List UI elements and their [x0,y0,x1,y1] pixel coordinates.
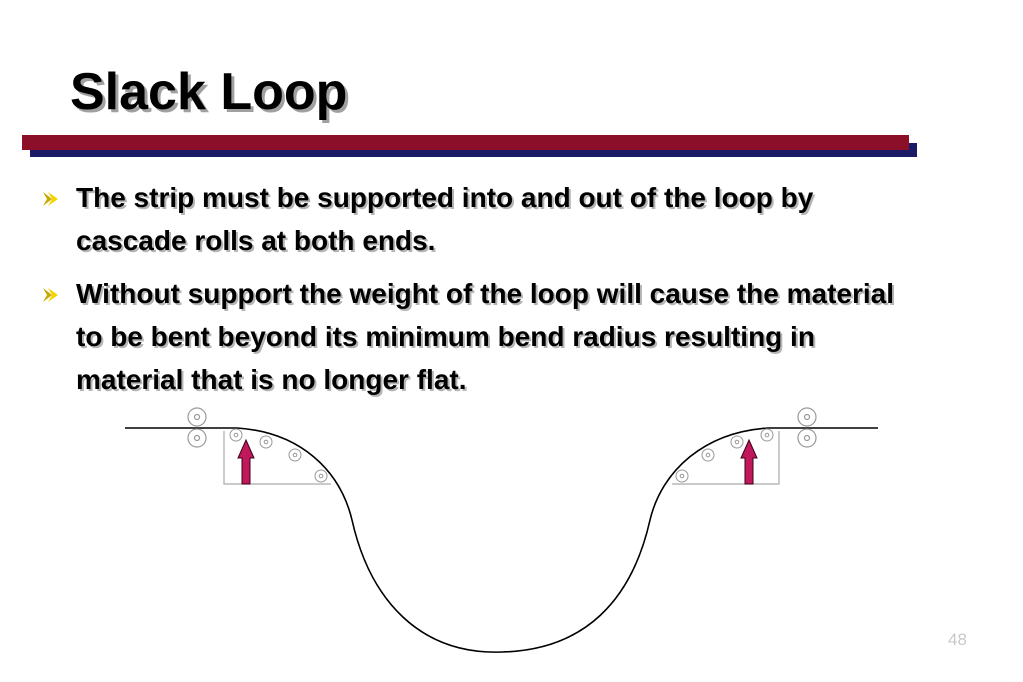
right-cascade-rolls [675,428,774,483]
left-cascade-frame [223,431,331,485]
right-cascade-frame [672,431,780,485]
slide-title: Slack Loop [70,63,348,121]
left-cascade-rolls [229,428,328,483]
left-pinch-rolls [187,407,207,448]
page-number: 48 [948,630,967,649]
arrow-up-icon [237,438,255,485]
chevron-right-icon [43,288,58,302]
chevron-right-icon [43,192,58,206]
title-rule [22,135,909,150]
strip-material [125,427,878,653]
bullet-item: The strip must be supported into and out… [42,176,922,262]
slack-loop-diagram [125,407,878,653]
arrow-up-icon [740,438,758,485]
bullet-item: Without support the weight of the loop w… [42,272,922,401]
bullet-list: The strip must be supported into and out… [42,176,922,411]
bullet-text: Without support the weight of the loop w… [76,278,895,395]
bullet-text: The strip must be supported into and out… [76,182,814,256]
right-pinch-rolls [797,407,817,448]
